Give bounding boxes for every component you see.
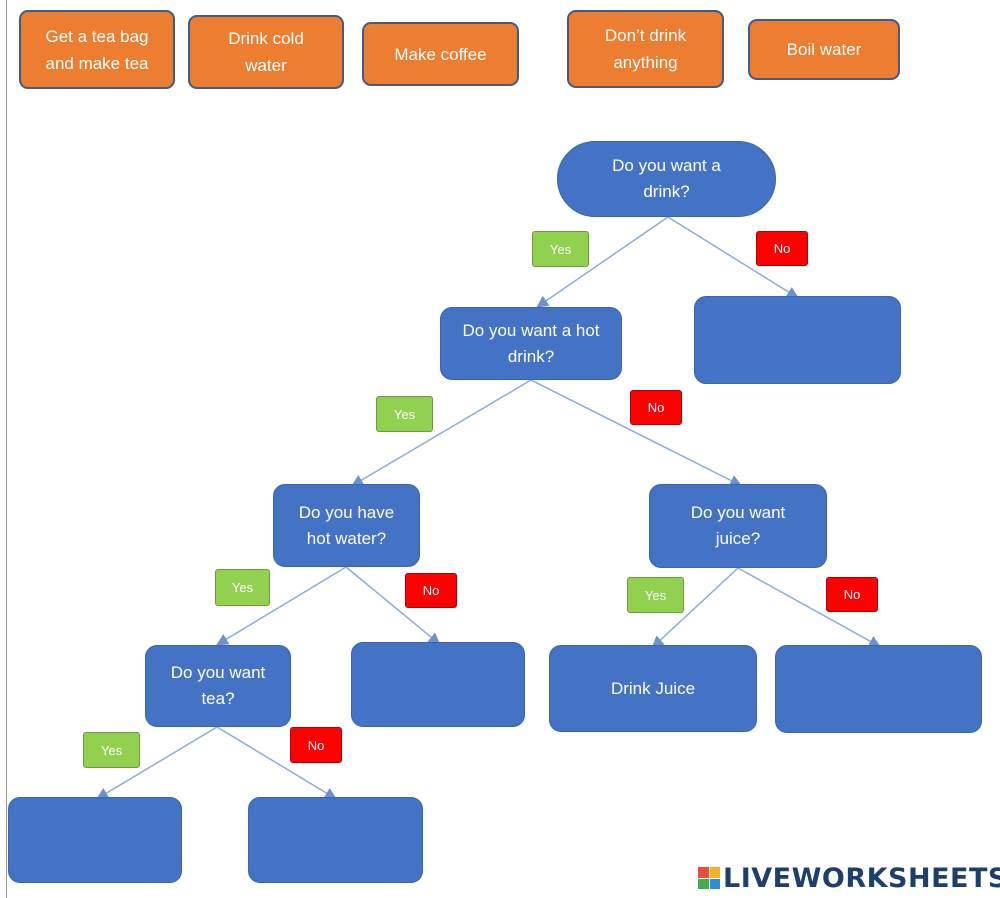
- edge-q1-no: [667, 216, 799, 299]
- yes-tag: Yes: [376, 396, 433, 432]
- edge-q2-no: [530, 379, 743, 487]
- answer-box-no-hot-water[interactable]: [351, 642, 525, 727]
- edge-q3-no: [345, 566, 441, 645]
- option-make-coffee[interactable]: Make coffee: [362, 22, 519, 86]
- yes-tag: Yes: [627, 577, 684, 613]
- liveworksheets-icon: [698, 867, 720, 889]
- answer-box-want-tea[interactable]: [8, 797, 182, 883]
- edge-q2-yes: [351, 379, 532, 487]
- question-want-hot-drink: Do you want a hot drink?: [440, 307, 622, 380]
- edge-q5-yes: [96, 726, 218, 800]
- question-want-tea: Do you want tea?: [145, 645, 291, 727]
- no-tag: No: [630, 390, 682, 425]
- edge-q5-no: [216, 726, 337, 800]
- option-tea-bag[interactable]: Get a tea bag and make tea: [19, 10, 175, 89]
- option-dont-drink[interactable]: Don’t drink anything: [567, 10, 724, 88]
- question-want-juice: Do you want juice?: [649, 484, 827, 568]
- answer-box-no-tea[interactable]: [248, 797, 423, 883]
- page-left-border: [6, 0, 7, 898]
- edge-q4-yes: [651, 567, 739, 649]
- edge-q3-yes: [216, 566, 347, 646]
- liveworksheets-wordmark: LIVEWORKSHEETS: [723, 862, 1000, 894]
- answer-box-no-juice[interactable]: [775, 645, 982, 733]
- no-tag: No: [826, 577, 878, 612]
- yes-tag: Yes: [532, 231, 589, 267]
- yes-tag: Yes: [215, 569, 270, 606]
- option-cold-water[interactable]: Drink cold water: [188, 15, 344, 89]
- answer-box-drink-juice: Drink Juice: [549, 645, 757, 732]
- liveworksheets-logo: LIVEWORKSHEETS: [698, 862, 1000, 894]
- answer-box-no-drink[interactable]: [694, 296, 901, 384]
- edge-q4-no: [737, 567, 881, 648]
- edge-q1-yes: [536, 216, 669, 308]
- question-want-drink: Do you want a drink?: [557, 141, 776, 217]
- no-tag: No: [405, 573, 457, 608]
- option-boil-water[interactable]: Boil water: [748, 19, 900, 80]
- question-have-hot-water: Do you have hot water?: [273, 484, 420, 567]
- no-tag: No: [756, 231, 808, 266]
- yes-tag: Yes: [83, 732, 140, 768]
- no-tag: No: [290, 727, 342, 763]
